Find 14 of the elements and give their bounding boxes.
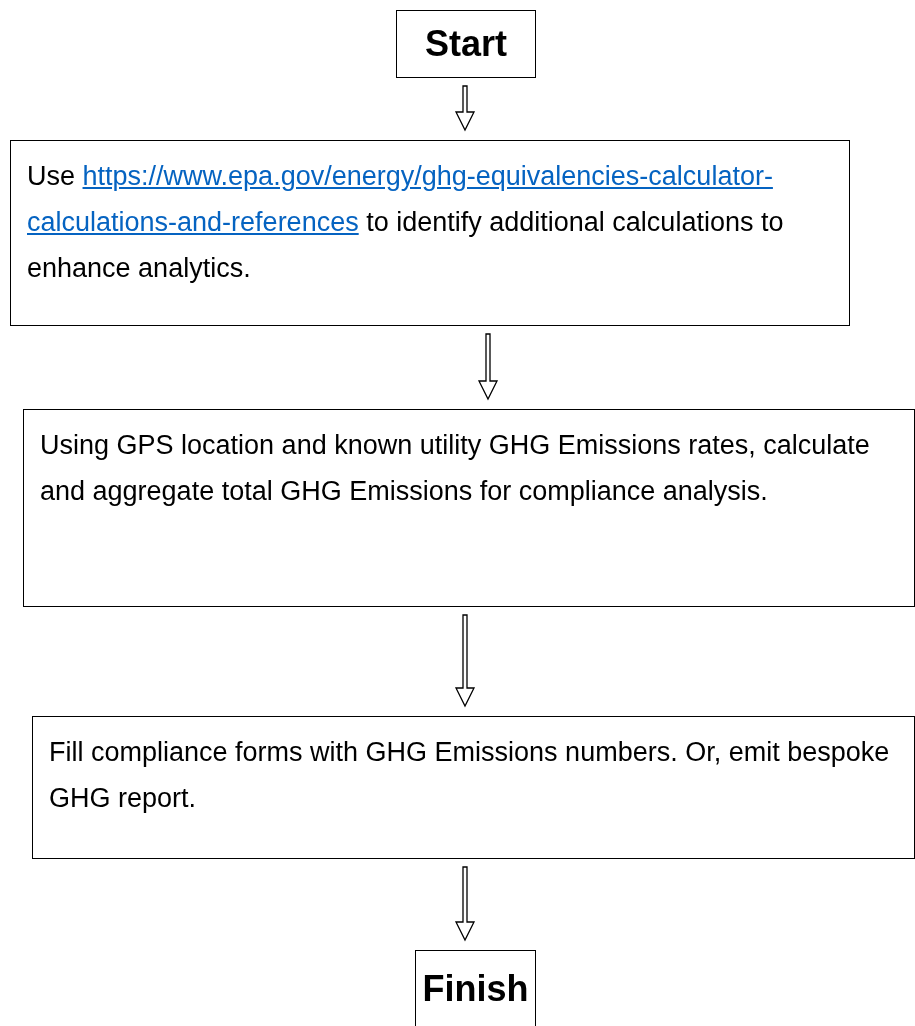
hollow-arrow: [454, 866, 476, 942]
terminal-label: Start: [425, 23, 507, 65]
hollow-arrow: [477, 333, 499, 401]
terminal-label: Finish: [422, 967, 529, 1010]
step-text: Using GPS location and known utility GHG Emissions rates, calculate and aggregate total GHG Emissions for compliance analysis.: [40, 430, 870, 506]
process-box: [32, 716, 915, 859]
terminal-box: [396, 10, 536, 78]
step-text: Fill compliance forms with GHG Emissions numbers. Or, emit bespoke GHG report.: [49, 737, 890, 813]
step-text: Use https://www.epa.gov/energy/ghg-equivalencies-calculator-calculations-and-references to identify additional calculations to enhance analytics.: [27, 161, 784, 283]
terminal-box: [415, 950, 536, 1026]
process-box: [10, 140, 850, 326]
hollow-arrow: [454, 614, 476, 708]
hollow-arrow: [454, 85, 476, 132]
process-box: [23, 409, 915, 607]
